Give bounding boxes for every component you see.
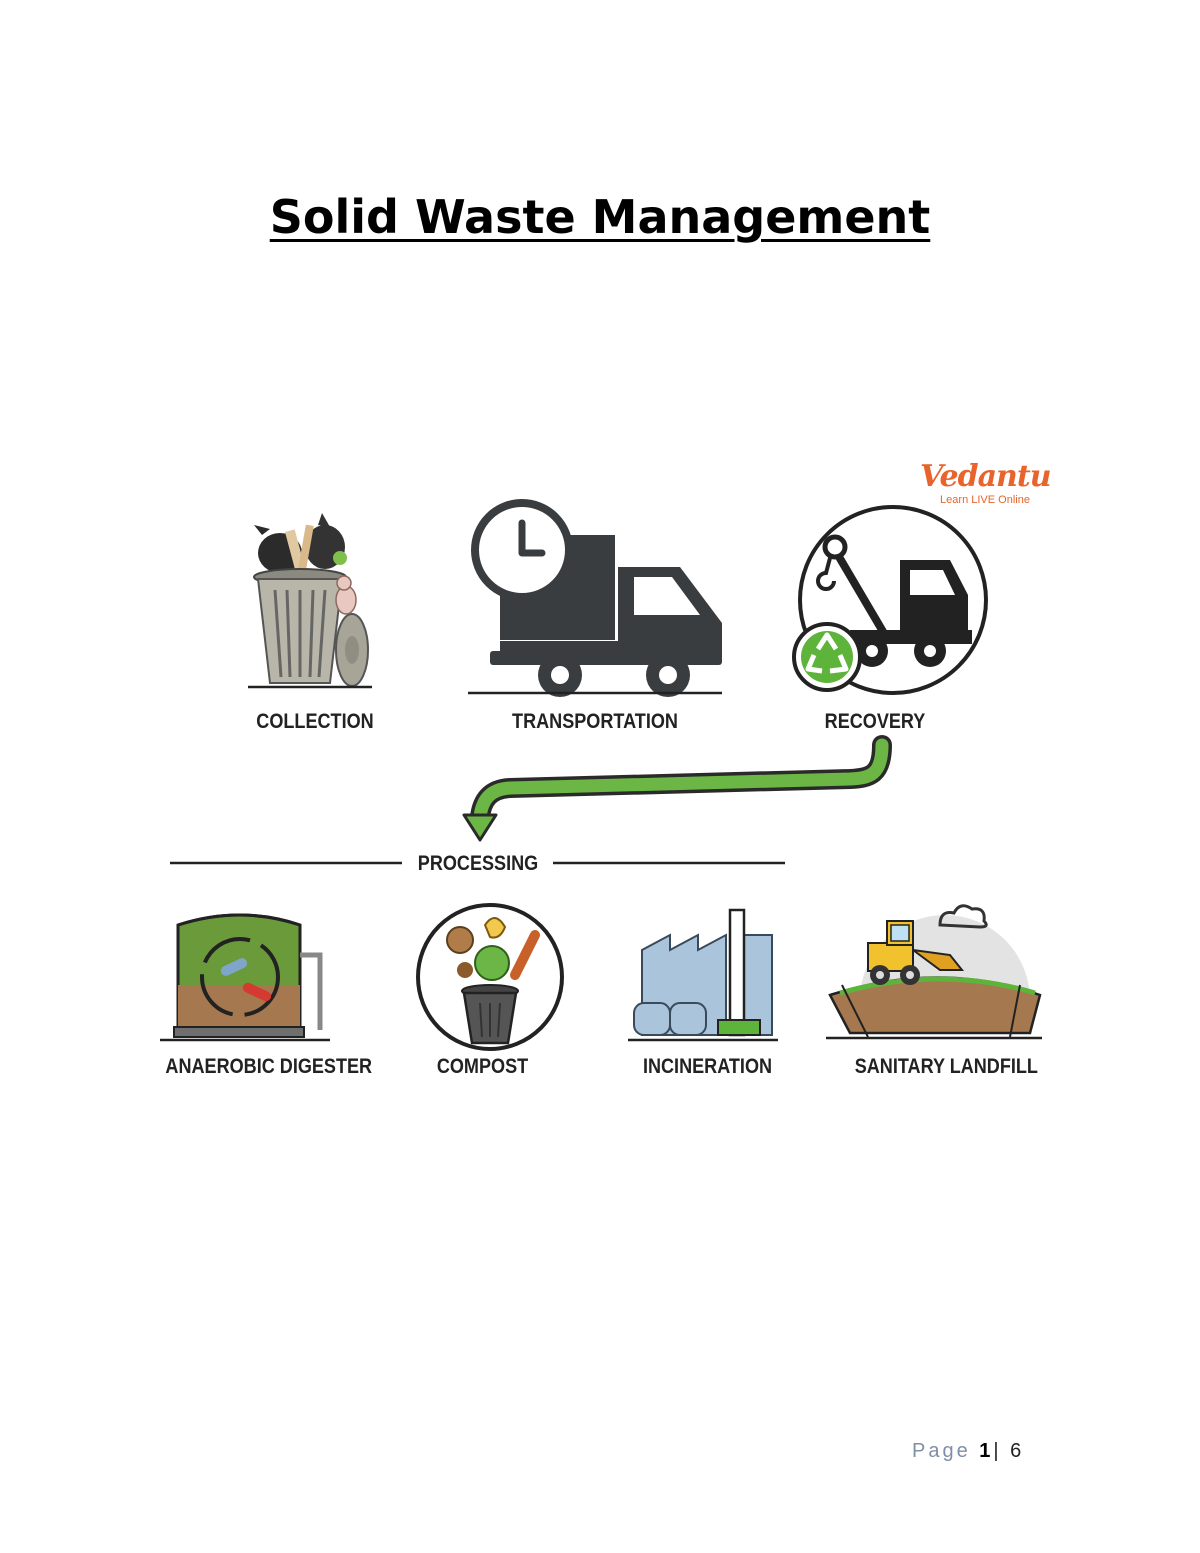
logo-tagline: Learn LIVE Online [940, 494, 1030, 506]
page-title: Solid Waste Management [269, 190, 931, 244]
logo-name: Vedantu [920, 459, 1052, 494]
label-recovery: RECOVERY [824, 710, 926, 733]
vedantu-logo: Vedantu Learn LIVE Online [920, 459, 1052, 507]
label-sanitary-landfill: SANITARY LANDFILL [854, 1055, 1038, 1078]
label-transportation: TRANSPORTATION [512, 710, 678, 733]
landfill-bulldozer-icon [826, 904, 1042, 1040]
flow-arrow [462, 735, 892, 842]
figure-graphics [160, 499, 1042, 1051]
page-footer: Page 1| 6 [912, 1440, 1024, 1463]
label-collection: COLLECTION [256, 710, 374, 733]
digester-icon [160, 913, 330, 1042]
label-compost: COMPOST [436, 1055, 529, 1078]
label-processing: PROCESSING [417, 852, 539, 875]
page-number: 1 [979, 1440, 994, 1462]
label-anaerobic-digester: ANAEROBIC DIGESTER [165, 1055, 373, 1078]
label-incineration: INCINERATION [642, 1055, 773, 1078]
trash-can-icon [248, 513, 372, 689]
page-word: Page [912, 1440, 971, 1462]
factory-icon [628, 908, 778, 1042]
total-pages: 6 [1010, 1440, 1025, 1462]
waste-management-figure: Vedantu Learn LIVE Online COLLECTION TRA… [150, 455, 1052, 1095]
compost-bin-icon [416, 903, 564, 1051]
page-separator: | [993, 1440, 1002, 1462]
tow-truck-recycle-icon [792, 505, 988, 695]
clock-truck-icon [468, 499, 722, 697]
